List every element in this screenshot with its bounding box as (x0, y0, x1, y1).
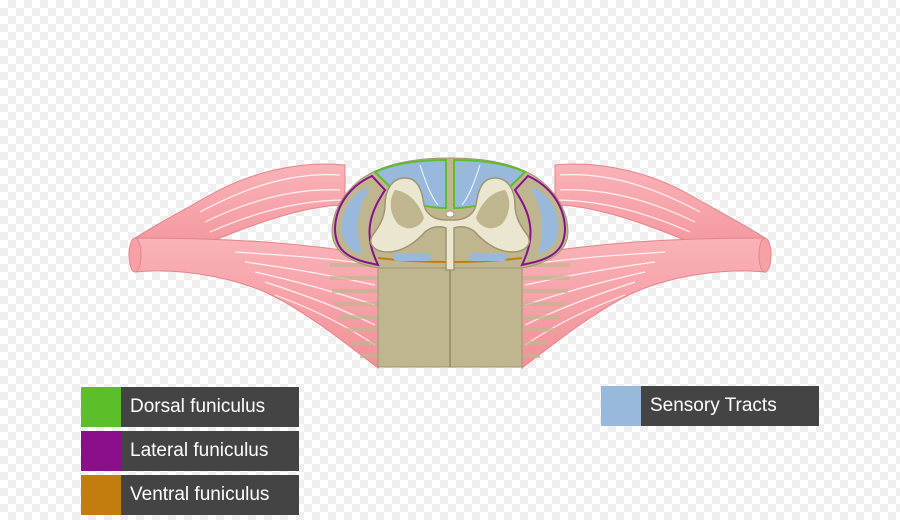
right-root-end (758, 237, 772, 273)
sensory-tract-lateral-right (530, 188, 559, 254)
spinal-cord (331, 157, 569, 368)
sensory-tract-lateral-left (341, 188, 370, 254)
dorsal-horn-right (476, 190, 510, 229)
legend-dorsal-funiculus: Dorsal funiculus (81, 387, 299, 427)
spinal-cord-diagram: .root { fill: url(#rootShade); stroke: #… (128, 157, 772, 370)
sensory-tracts-label: Sensory Tracts (641, 386, 819, 426)
left-root-fibers (199, 174, 376, 346)
dorsal-funiculus-swatch (81, 387, 121, 427)
lateral-funiculus-right (513, 174, 567, 267)
legend-lateral-funiculus: Lateral funiculus (81, 431, 299, 471)
ventral-funiculus-label: Ventral funiculus (121, 475, 299, 515)
left-root-end (128, 237, 142, 273)
legend-ventral-funiculus: Ventral funiculus (81, 475, 299, 515)
sensory-tracts-swatch (601, 386, 641, 426)
right-ventral-root (521, 237, 766, 370)
sensory-tract-ventral-right (469, 253, 507, 261)
legend-sensory-tracts: Sensory Tracts (601, 386, 819, 426)
fasciculus-line-right (461, 164, 481, 206)
central-canal (445, 210, 455, 218)
lateral-funiculus-left (333, 174, 387, 267)
dorsal-horn-left (390, 190, 424, 229)
lateral-funiculus-swatch (81, 431, 121, 471)
ventral-funiculus-swatch (81, 475, 121, 515)
right-nerve-roots (520, 163, 772, 370)
fasciculus-line-left (419, 164, 439, 206)
lateral-funiculus-label: Lateral funiculus (121, 431, 299, 471)
sensory-tract-ventral-left (393, 253, 431, 261)
dorsal-funiculus-label: Dorsal funiculus (121, 387, 299, 427)
left-nerve-roots (128, 163, 380, 370)
left-ventral-root (134, 237, 379, 370)
